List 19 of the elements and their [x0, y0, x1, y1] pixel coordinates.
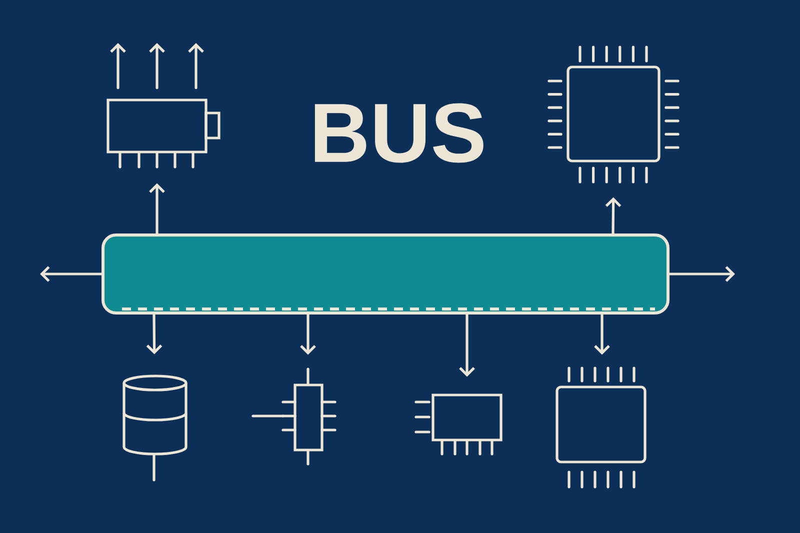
chip-drawing — [414, 394, 502, 456]
arrow — [110, 43, 126, 90]
arrow — [605, 197, 622, 235]
arrow — [594, 313, 610, 355]
arrow — [149, 43, 165, 90]
arrow — [40, 266, 103, 282]
arrow — [146, 313, 162, 354]
arrow — [300, 313, 316, 355]
component-drawing — [252, 368, 336, 466]
chip-drawing — [106, 98, 220, 168]
bus-bar — [102, 234, 670, 314]
title: BUS — [314, 103, 484, 163]
chip-drawing — [556, 366, 646, 488]
arrow — [188, 43, 204, 90]
arrow — [459, 313, 475, 377]
database-drawing — [122, 374, 188, 482]
arrow — [668, 266, 736, 282]
arrow — [149, 183, 165, 235]
processor-drawing — [548, 46, 680, 184]
